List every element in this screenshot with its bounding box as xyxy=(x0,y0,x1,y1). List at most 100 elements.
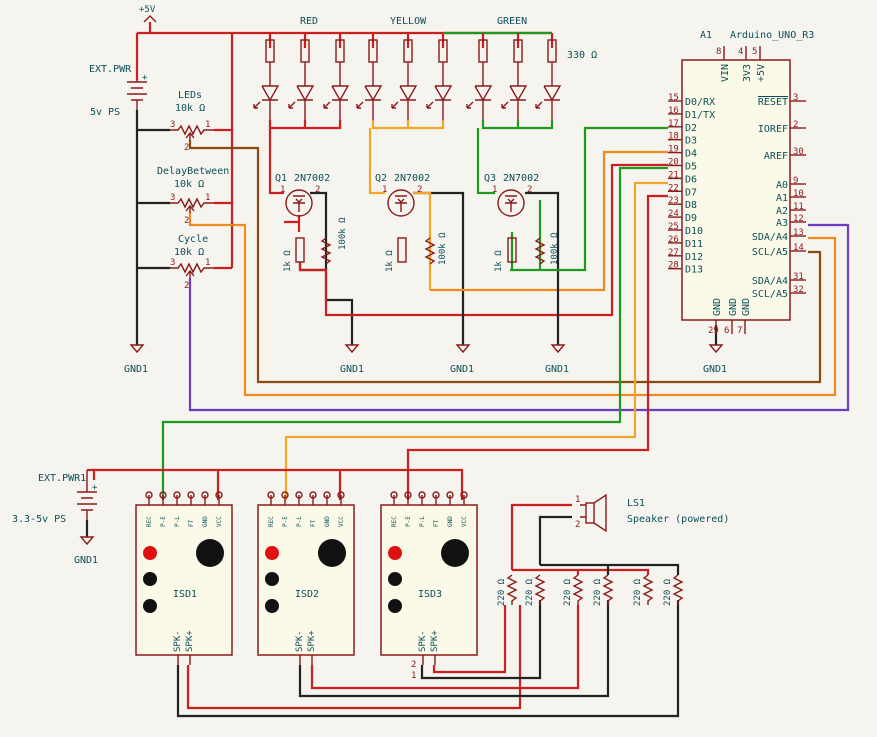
svg-text:AREF: AREF xyxy=(764,151,788,162)
svg-text:SPK+: SPK+ xyxy=(185,630,195,652)
isd-rec-button[interactable] xyxy=(143,546,157,560)
ext-pwr-label: EXT.PWR xyxy=(89,64,132,75)
isd-body xyxy=(257,504,355,656)
svg-text:220 Ω: 220 Ω xyxy=(525,578,535,606)
arduino-pin-aref[interactable]: 30 AREF xyxy=(764,147,806,162)
led-emission-arrow xyxy=(288,101,296,109)
svg-text:3: 3 xyxy=(170,258,175,268)
svg-text:30: 30 xyxy=(793,147,804,157)
speaker-resistor-4: 220 Ω xyxy=(593,574,614,606)
isd-rec-button[interactable] xyxy=(265,546,279,560)
pulldown-resistor-100k xyxy=(534,237,546,265)
svg-text:+5V: +5V xyxy=(756,64,767,82)
led-diode xyxy=(296,62,315,120)
led-emission-arrow xyxy=(323,101,331,109)
svg-text:6: 6 xyxy=(724,326,729,336)
svg-text:REC: REC xyxy=(268,516,275,527)
isd-play-level-button[interactable] xyxy=(143,599,157,613)
wire-gnd-left xyxy=(135,110,170,345)
svg-text:22: 22 xyxy=(668,183,679,193)
svg-text:25: 25 xyxy=(668,222,679,232)
led-emission-arrow xyxy=(501,101,509,109)
svg-text:1: 1 xyxy=(280,185,285,195)
svg-text:16: 16 xyxy=(668,106,679,116)
wire-speaker-pin2 xyxy=(538,515,572,565)
isd-play-level-button[interactable] xyxy=(388,599,402,613)
arduino-body[interactable] xyxy=(681,59,791,321)
svg-text:GND: GND xyxy=(712,298,723,316)
pot-zigzag xyxy=(170,124,214,136)
wire-d7-isd3 xyxy=(406,194,668,500)
svg-text:1: 1 xyxy=(411,671,416,681)
arduino-pin-a0[interactable]: 9A0 xyxy=(776,176,806,191)
ps-5v-label: 5v PS xyxy=(90,107,120,118)
wire-q2-body xyxy=(413,191,432,290)
svg-text:1: 1 xyxy=(575,495,580,505)
arduino-pin-+5v[interactable]: 5+5V xyxy=(752,46,767,82)
svg-text:1: 1 xyxy=(205,258,210,268)
isd-rec-button[interactable] xyxy=(388,546,402,560)
isd-play-level-button[interactable] xyxy=(265,599,279,613)
pot-cycle-value: 10k Ω xyxy=(174,247,204,258)
power-symbols: +5V + EXT.PWR 5v PS + EXT.PWR1 3.3-5v PS… xyxy=(12,5,727,566)
svg-text:14: 14 xyxy=(793,243,804,253)
svg-text:26: 26 xyxy=(668,235,679,245)
pot-delay: DelayBetween 10k Ω xyxy=(157,166,229,190)
svg-text:P-L: P-L xyxy=(419,516,426,527)
isd-play-edge-button[interactable] xyxy=(143,572,157,586)
q1-r2-value: 100k Ω xyxy=(338,217,348,250)
wire-isd-vcc xyxy=(87,468,464,500)
svg-text:24: 24 xyxy=(668,209,679,219)
svg-text:2: 2 xyxy=(575,520,580,530)
isd-play-edge-button[interactable] xyxy=(388,572,402,586)
svg-text:20: 20 xyxy=(668,158,679,168)
q1-part: 2N7002 xyxy=(294,173,330,184)
svg-text:2: 2 xyxy=(184,216,189,226)
svg-text:SDA/A4: SDA/A4 xyxy=(752,276,788,287)
led-red-label: RED xyxy=(300,16,318,27)
speaker-ls1[interactable]: 1 2 LS1 Speaker (powered) xyxy=(575,493,729,533)
isd-play-edge-button[interactable] xyxy=(265,572,279,586)
